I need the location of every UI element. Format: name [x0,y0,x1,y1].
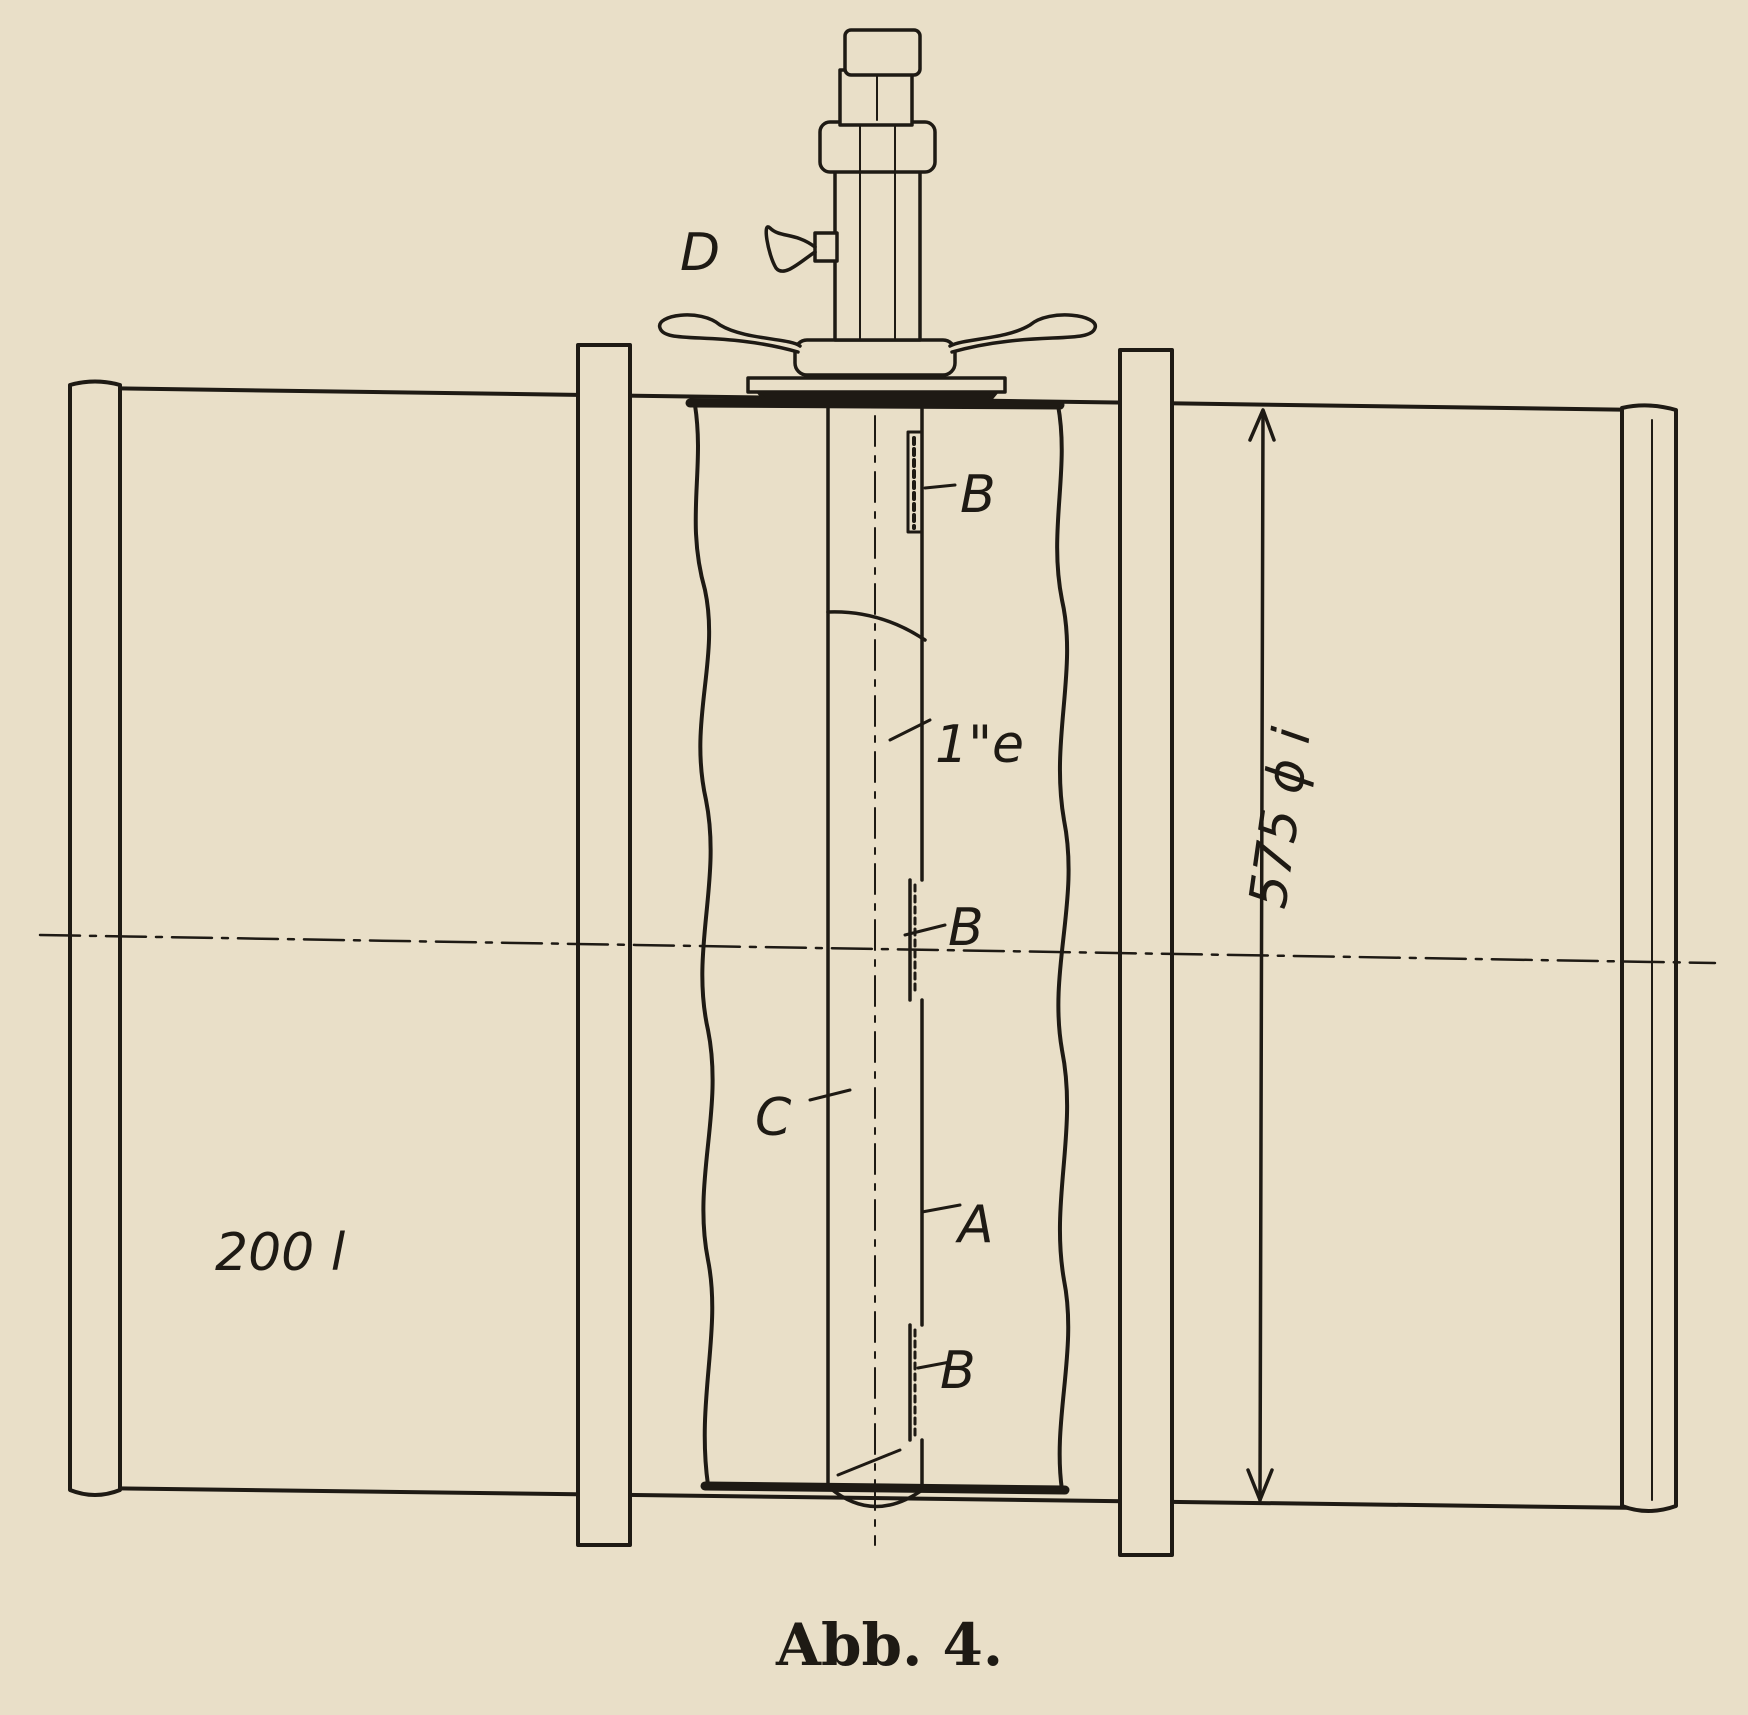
label-b-bottom: B [940,1341,976,1401]
drum-body [68,379,1678,1513]
label-c: C [755,1088,792,1148]
figure-caption: Abb. 4. [775,1611,1003,1679]
label-b-middle: B [948,898,984,958]
cutaway-section [685,398,1071,1495]
label-pipe: 1"e [935,715,1024,775]
central-tube [826,359,927,1546]
top-fitting [658,28,1097,402]
label-volume: 200 l [215,1223,346,1283]
diameter-dimension [1246,408,1276,1502]
label-a: A [955,1195,994,1255]
label-diameter: 575 ϕ i [1238,724,1323,912]
slotted-sections [906,430,924,1442]
label-d: D [680,223,720,283]
center-axis [38,933,1717,965]
label-b-top: B [960,465,996,525]
leader-lines [808,483,962,1370]
